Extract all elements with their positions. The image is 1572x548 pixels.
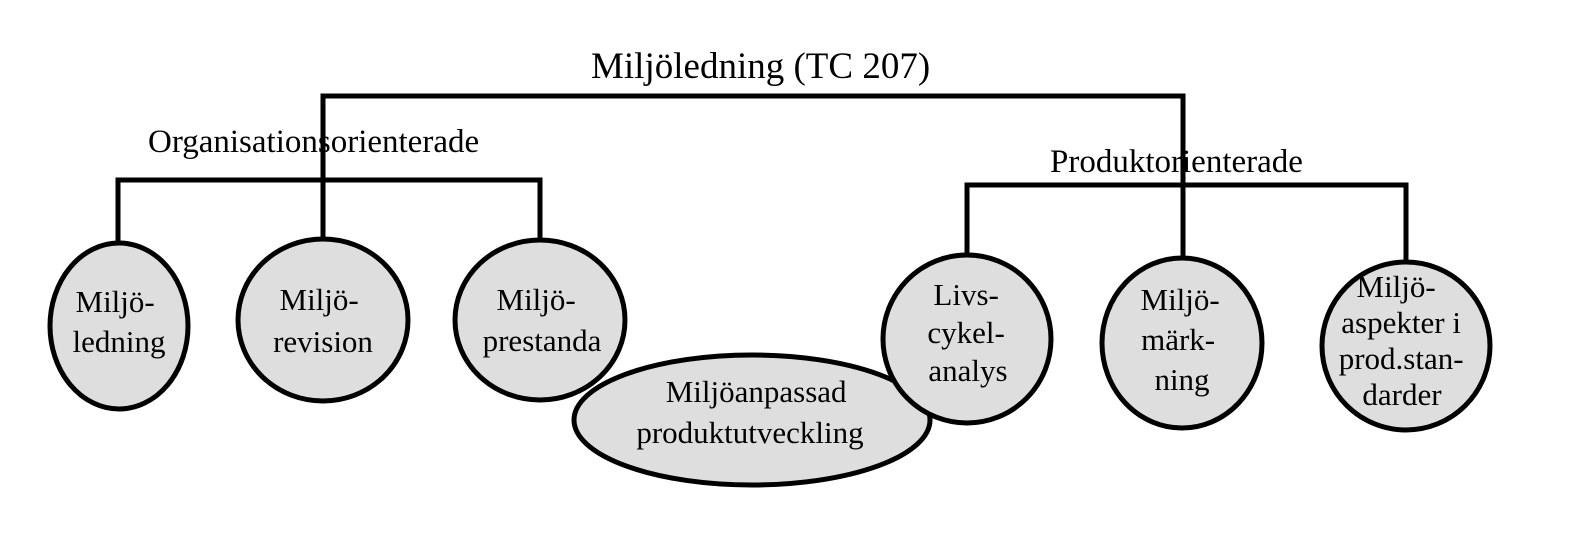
- node-miljomarkning: Miljö- märk- ning: [1099, 255, 1265, 431]
- node-miljomarkning-line-3: ning: [1154, 362, 1209, 397]
- node-miljomarkning-label: Miljö- märk- ning: [1141, 282, 1228, 397]
- organisation-connector: [115, 177, 543, 244]
- top-connector: [320, 93, 1186, 265]
- node-miljoaspekter: Miljö- aspekter i prod.stan- darder: [1319, 259, 1493, 433]
- node-miljomarkning-line-2: märk-: [1141, 322, 1215, 357]
- node-miljoanpassad-line-1: Miljöanpassad: [666, 374, 847, 409]
- diagram-title: Miljöledning (TC 207): [591, 46, 930, 87]
- node-miljorevision-label: Miljö- revision: [273, 282, 373, 359]
- node-miljoledning-line-1: Miljö-: [76, 284, 155, 319]
- node-miljomarkning-line-1: Miljö-: [1141, 282, 1220, 317]
- group-label-organisation: Organisationsorienterade: [148, 124, 479, 160]
- node-miljoprestanda-line-1: Miljö-: [497, 282, 576, 317]
- node-miljoledning-line-2: ledning: [73, 324, 166, 359]
- node-miljoanpassad-line-2: produktutveckling: [636, 415, 863, 450]
- node-miljoprestanda-label: Miljö- prestanda: [483, 282, 602, 358]
- node-miljoprestanda: Miljö- prestanda: [452, 237, 628, 403]
- node-miljoaspekter-line-3: prod.stan-: [1339, 341, 1464, 376]
- node-miljorevision-line-2: revision: [273, 324, 373, 359]
- node-miljoledning-label: Miljö- ledning: [73, 284, 166, 359]
- node-miljoanpassad-label: Miljöanpassad produktutveckling: [636, 374, 863, 450]
- node-miljoaspekter-label: Miljö- aspekter i prod.stan- darder: [1339, 269, 1472, 412]
- product-connector: [964, 182, 1409, 265]
- node-livscykelanalys: Livs- cykel- analys: [880, 252, 1054, 426]
- node-livscykelanalys-line-1: Livs-: [933, 277, 998, 312]
- node-miljoaspekter-line-1: Miljö-: [1357, 269, 1436, 304]
- node-livscykelanalys-line-3: analys: [928, 353, 1007, 388]
- node-livscykelanalys-label: Livs- cykel- analys: [927, 277, 1012, 388]
- node-miljorevision: Miljö- revision: [235, 236, 411, 404]
- node-miljoprestanda-line-2: prestanda: [483, 323, 602, 358]
- node-livscykelanalys-line-2: cykel-: [927, 315, 1004, 350]
- node-miljoaspekter-line-4: darder: [1362, 377, 1442, 412]
- node-miljoanpassad: Miljöanpassad produktutveckling: [571, 352, 933, 488]
- node-miljorevision-line-1: Miljö-: [280, 282, 359, 317]
- node-miljoaspekter-line-2: aspekter i: [1341, 305, 1461, 340]
- group-label-product: Produktorienterade: [1050, 144, 1303, 180]
- node-miljoledning: Miljö- ledning: [47, 240, 191, 412]
